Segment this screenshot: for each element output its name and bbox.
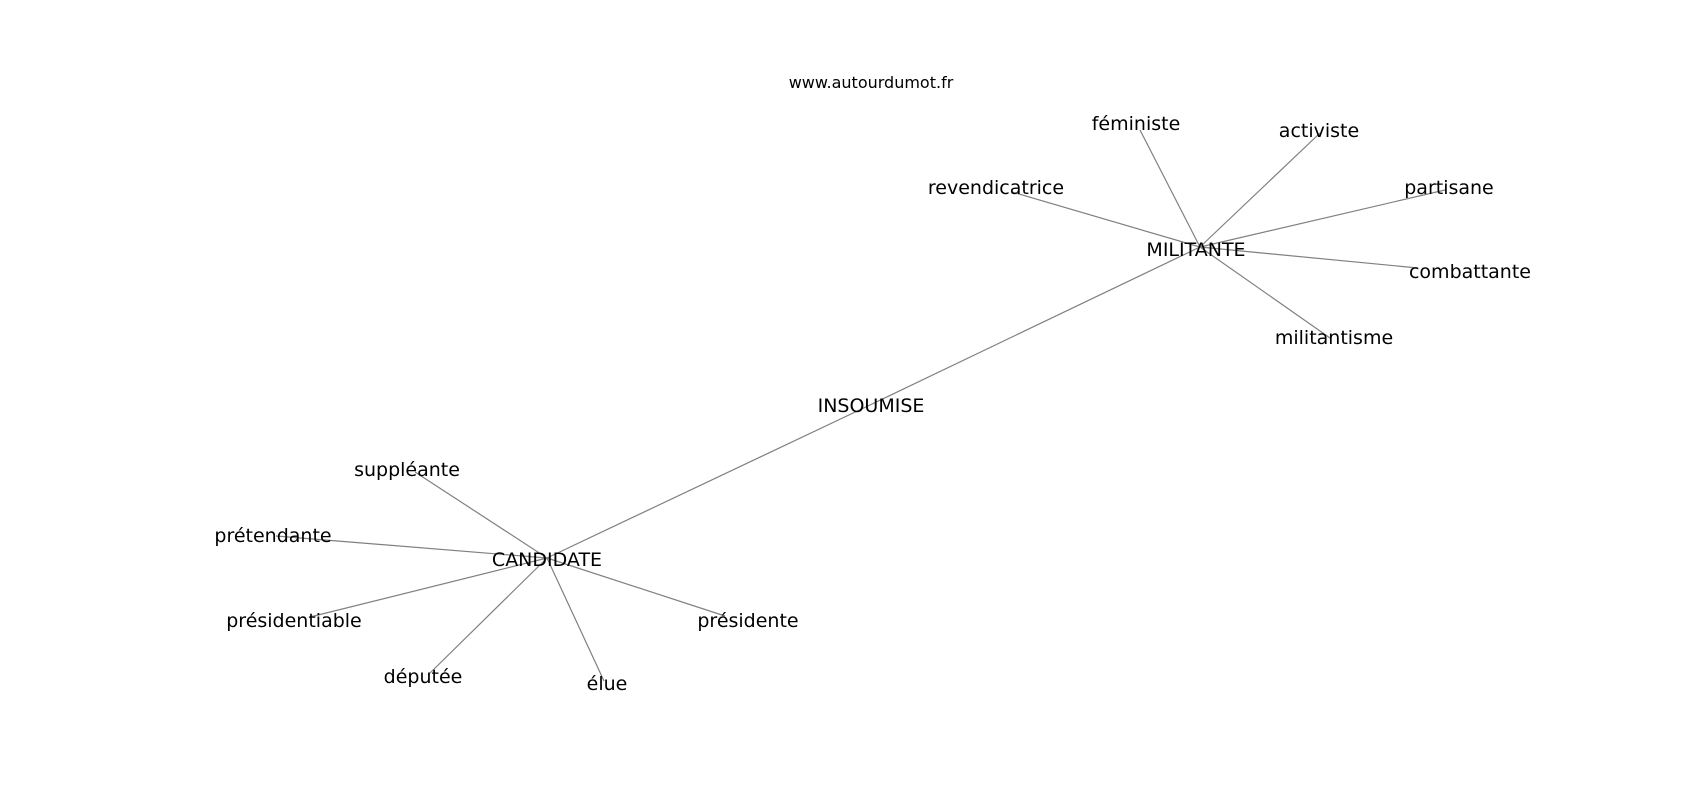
edge-militante-combattante [1199,246,1419,269]
node-partisane[interactable]: partisane [1404,177,1494,199]
graph-labels: www.autourdumot.fr INSOUMISE MILITANTE f… [214,73,1531,695]
node-suppleante[interactable]: suppléante [354,459,460,481]
edge-candidate-pretendante [275,535,548,559]
edge-candidate-presidentiable [309,557,548,618]
node-activiste[interactable]: activiste [1279,120,1359,142]
edge-militante-partisane [1199,189,1446,248]
edge-militante-activiste [1199,132,1321,248]
edge-candidate-suppleante [414,471,548,559]
edge-militante-feministe [1139,129,1201,248]
edge-candidate-presidente [546,557,726,617]
edge-candidate-deputee [427,557,548,676]
node-presidente[interactable]: présidente [697,610,798,632]
node-pretendante[interactable]: prétendante [214,525,331,547]
node-insoumise[interactable]: INSOUMISE [818,395,925,417]
edge-candidate-elue [546,557,605,682]
node-presidentiable[interactable]: présidentiable [226,610,362,632]
node-elue[interactable]: élue [587,673,628,695]
edge-militante-militantisme [1199,246,1331,339]
watermark-text[interactable]: www.autourdumot.fr [789,73,954,92]
node-militantisme[interactable]: militantisme [1275,327,1393,349]
edge-insoumise-militante [869,246,1201,406]
node-revendicatrice[interactable]: revendicatrice [928,177,1064,199]
edge-militante-revendicatrice [1011,191,1201,248]
graph-edges [275,129,1446,682]
node-deputee[interactable]: députée [384,666,463,688]
edge-insoumise-candidate [546,404,871,559]
node-militante[interactable]: MILITANTE [1146,239,1245,261]
node-combattante[interactable]: combattante [1409,261,1531,283]
node-feministe[interactable]: féministe [1092,113,1181,135]
node-candidate[interactable]: CANDIDATE [492,549,602,571]
